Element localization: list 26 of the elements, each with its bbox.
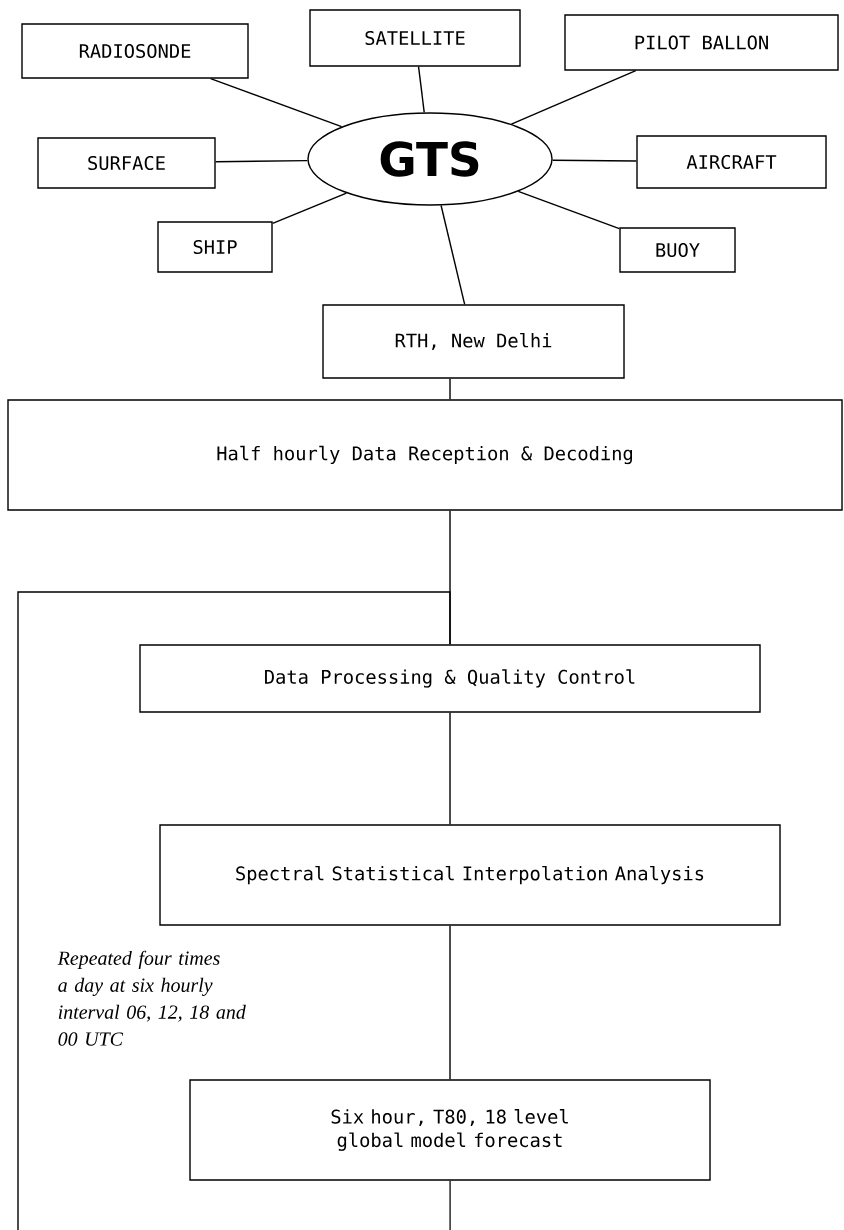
connector-line [449, 378, 451, 400]
source-box: RADIOSONDE [21, 23, 249, 79]
note-text: Repeated four times a day at six hourly interval 06, 12, 18 and 00 UTC [57, 950, 246, 1046]
source-box: BUOY [619, 227, 736, 273]
process-box: Data Processing & Quality Control [139, 644, 761, 713]
connector-line [449, 712, 451, 825]
connector-line [449, 925, 451, 1080]
connector-line [17, 591, 451, 1230]
connector-line [517, 190, 620, 230]
process-box: Spectral Statistical Interpolation Analysis [159, 824, 781, 926]
connector-line [209, 78, 343, 128]
source-box: PILOT BALLON [564, 14, 839, 71]
connector-line [272, 192, 348, 225]
source-box: SHIP [157, 221, 273, 273]
connector-line [440, 204, 466, 305]
connector-line [551, 159, 637, 162]
connector-line [417, 66, 425, 114]
process-box: Half hourly Data Reception & Decoding [7, 399, 843, 511]
connector-line [510, 70, 637, 125]
process-box: Six hour, T80, 18 level global model forecast [189, 1079, 711, 1181]
process-box: RTH, New Delhi [322, 304, 625, 379]
source-box: SURFACE [37, 137, 216, 189]
connector-line [449, 1180, 451, 1230]
connector-line [215, 159, 309, 163]
source-box: SATELLITE [309, 9, 521, 67]
source-box: AIRCRAFT [636, 135, 827, 189]
